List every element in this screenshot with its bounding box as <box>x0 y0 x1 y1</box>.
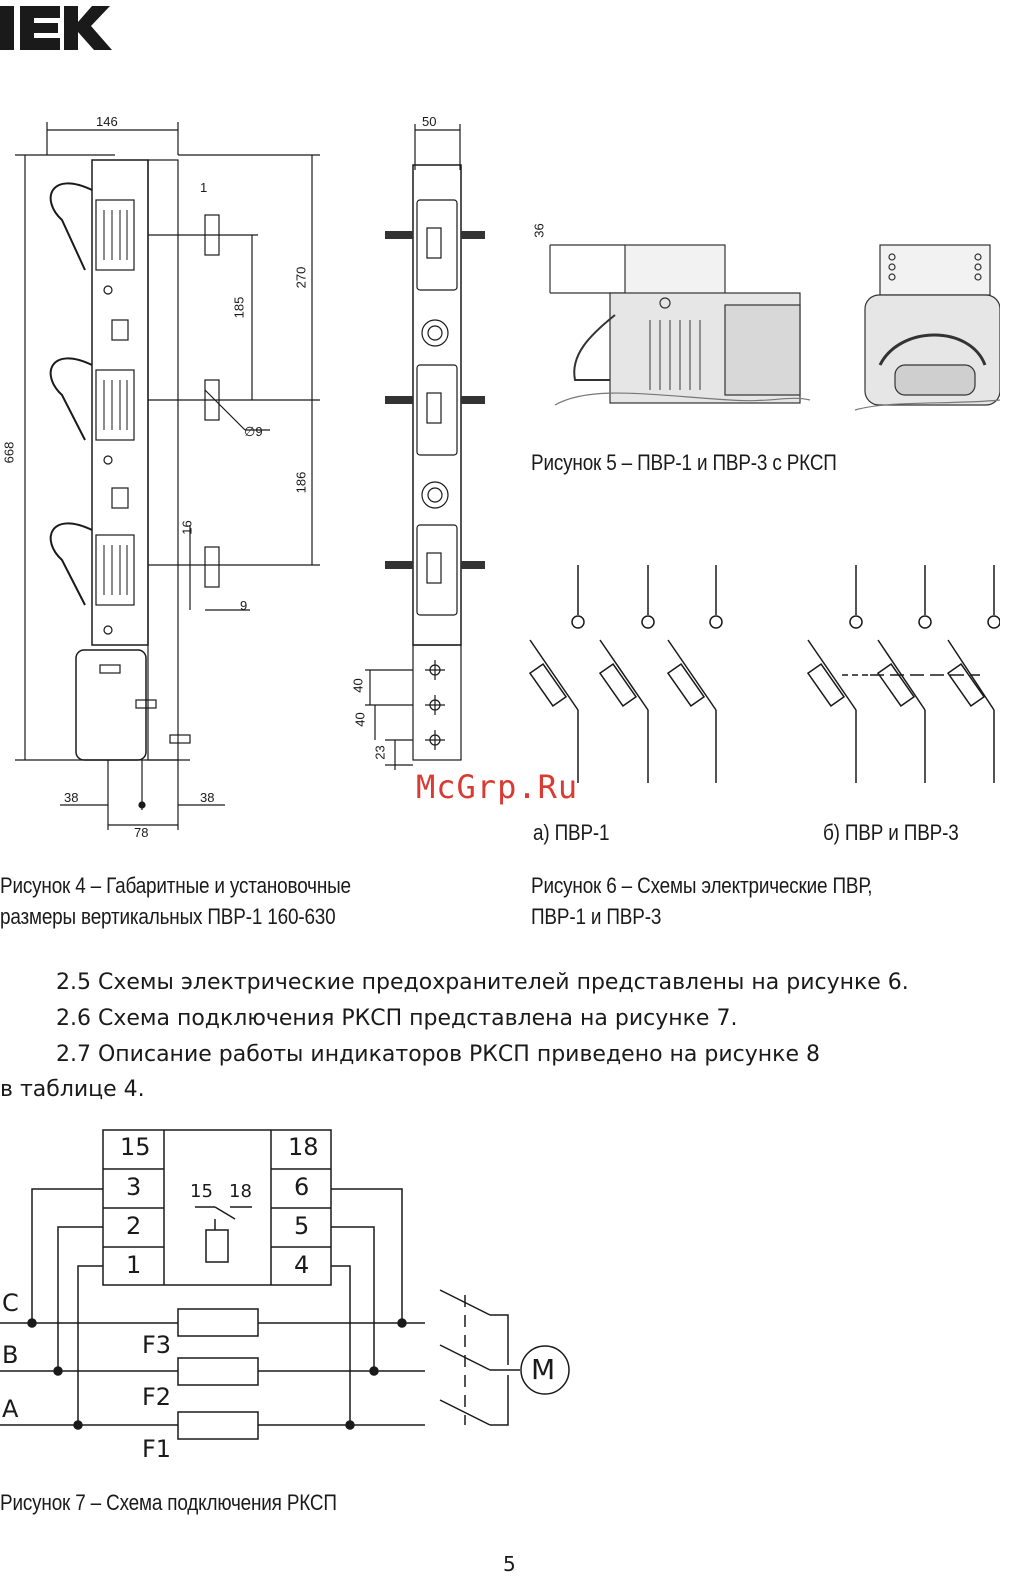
dim-16: 16 <box>179 520 195 535</box>
dim-78: 78 <box>134 825 149 840</box>
paragraph-2-5: 2.5 Схемы электрические предохранителей … <box>56 970 909 995</box>
figure-6-schemes <box>520 565 1001 785</box>
figure-5-caption: Рисунок 5 – ПВР-1 и ПВР-3 с РКСП <box>531 450 837 475</box>
dim-1: 1 <box>200 180 208 195</box>
motor-label: M <box>531 1353 556 1386</box>
fuse-f2-label: F2 <box>142 1383 172 1411</box>
terminal-3: 3 <box>126 1173 142 1201</box>
dim-38-left: 38 <box>64 790 79 805</box>
figure-7-scheme: 15 3 2 1 18 6 5 4 15 18 C B A F3 F2 F1 M <box>0 1125 580 1470</box>
figure-6-caption-line1: Рисунок 6 – Схемы электрические ПВР, <box>531 873 873 898</box>
figure-6-label-a: а) ПВР-1 <box>533 820 610 845</box>
dim-146: 146 <box>96 114 118 129</box>
contact-label-18: 18 <box>229 1181 252 1202</box>
terminal-2: 2 <box>126 1212 142 1240</box>
terminal-15: 15 <box>120 1133 151 1161</box>
terminal-18: 18 <box>288 1133 319 1161</box>
dim-668: 668 <box>1 441 17 464</box>
scheme-b <box>806 565 1001 783</box>
figure-4-caption-line1: Рисунок 4 – Габаритные и установочные <box>0 873 351 898</box>
side-view-drawing: 50 40 40 23 <box>351 110 505 780</box>
phase-b-label: B <box>2 1341 19 1369</box>
paragraph-2-7-continued: в таблице 4. <box>0 1077 145 1102</box>
contact-label-15: 15 <box>190 1181 213 1202</box>
figure-7-caption: Рисунок 7 – Схема подключения РКСП <box>0 1490 337 1515</box>
dim-diameter-9: ∅9 <box>244 424 263 439</box>
dim-50: 50 <box>422 114 437 129</box>
terminal-1: 1 <box>126 1251 142 1279</box>
watermark: McGrp.Ru <box>416 768 579 806</box>
figure-4-drawing: 146 1 270 185 ∅9 668 186 16 9 38 38 78 <box>0 110 330 850</box>
dim-23: 23 <box>372 745 388 760</box>
figure-6-caption-line2: ПВР-1 и ПВР-3 <box>531 904 662 929</box>
dim-38-right: 38 <box>200 790 215 805</box>
dim-186: 186 <box>293 471 309 494</box>
dim-40-lower: 40 <box>352 712 368 727</box>
terminal-6: 6 <box>294 1173 310 1201</box>
phase-c-label: C <box>2 1289 19 1317</box>
dim-9: 9 <box>240 598 248 613</box>
fuse-f1-label: F1 <box>142 1435 172 1463</box>
figure-5-illustration: 36 <box>530 215 1001 415</box>
dim-40-upper: 40 <box>350 678 366 693</box>
iek-logo <box>0 2 115 54</box>
page-number: 5 <box>503 1552 516 1576</box>
paragraph-2-6: 2.6 Схема подключения РКСП представлена … <box>56 1006 738 1031</box>
dim-185: 185 <box>231 296 247 319</box>
dim-36: 36 <box>531 223 547 238</box>
terminal-5: 5 <box>294 1212 310 1240</box>
figure-6-label-b: б) ПВР и ПВР-3 <box>823 820 959 845</box>
terminal-4: 4 <box>294 1251 310 1279</box>
scheme-a <box>528 565 723 783</box>
figure-4-caption-line2: размеры вертикальных ПВР-1 160-630 <box>0 904 336 929</box>
dim-270: 270 <box>293 266 309 289</box>
phase-a-label: A <box>2 1395 19 1423</box>
fuse-f3-label: F3 <box>142 1331 172 1359</box>
paragraph-2-7: 2.7 Описание работы индикаторов РКСП при… <box>56 1042 820 1067</box>
